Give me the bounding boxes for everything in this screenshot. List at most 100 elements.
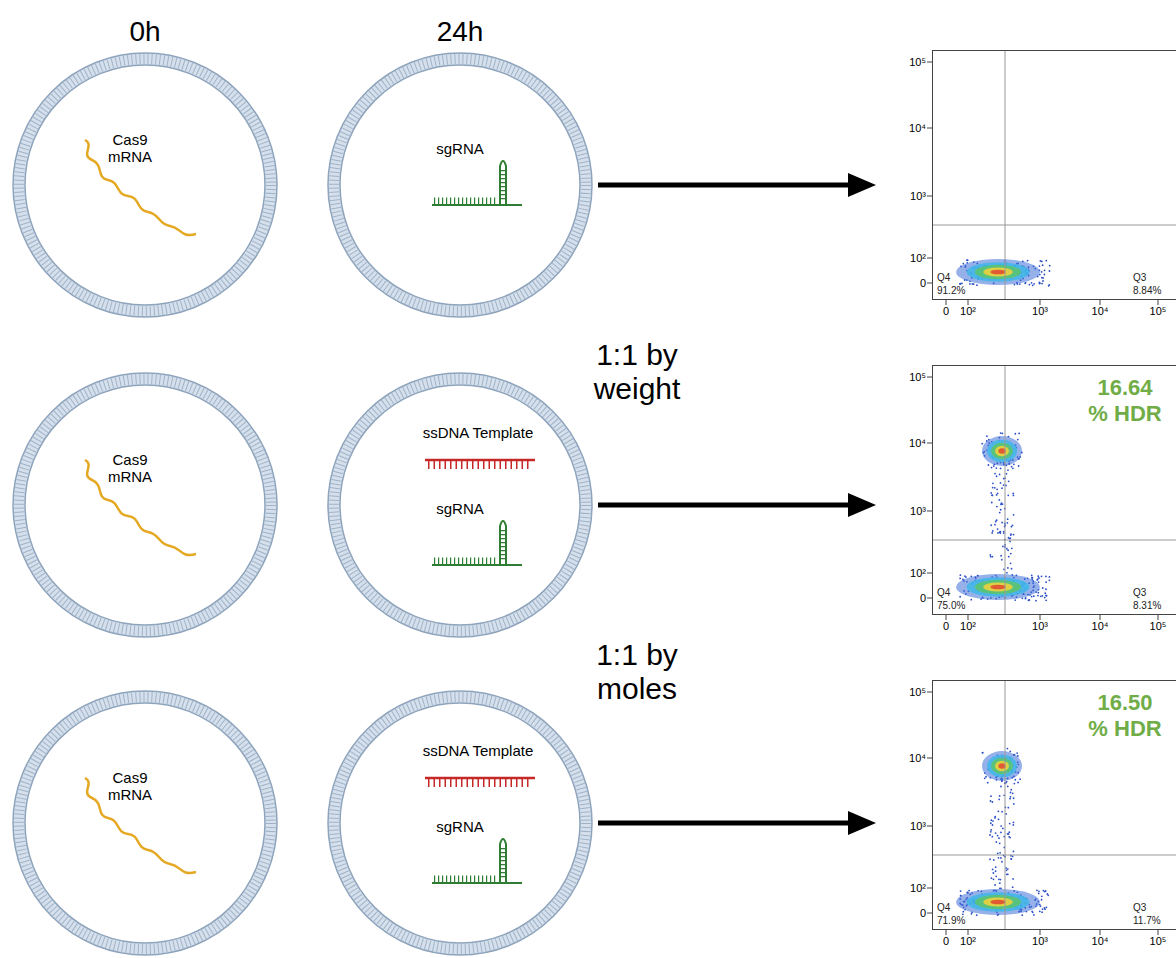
event-dot <box>1001 502 1003 504</box>
event-dot <box>1007 549 1009 551</box>
event-dot <box>1010 553 1012 555</box>
event-dot <box>998 798 1000 800</box>
event-dot <box>1000 879 1002 881</box>
event-dot <box>1021 914 1023 916</box>
membrane-edge <box>25 385 265 625</box>
axis-tick-label: 10² <box>910 252 926 264</box>
event-dot <box>997 853 999 855</box>
event-dot <box>1010 789 1012 791</box>
quadrant-name: Q3 <box>1132 902 1147 913</box>
arrow-head <box>848 493 876 517</box>
event-dot <box>1003 532 1005 534</box>
quadrant-percent: 75.0% <box>936 600 966 611</box>
event-dot <box>1006 522 1008 524</box>
sgrna-shape <box>432 521 522 565</box>
vesicle-label: sgRNA <box>436 818 484 835</box>
event-dot <box>968 890 970 892</box>
event-dot <box>1032 911 1034 913</box>
arrow-connector <box>598 173 876 197</box>
event-dot <box>1001 861 1003 863</box>
axis-tick-label: 10⁴ <box>909 122 926 134</box>
axis-tick-label: 10⁵ <box>1150 935 1167 947</box>
event-dot <box>991 494 993 496</box>
event-dot <box>1029 284 1031 286</box>
density-cloud <box>967 262 1030 282</box>
quadrant-percent: 8.84% <box>1132 285 1162 296</box>
event-dot <box>989 834 991 836</box>
axis-tick-label: 10⁴ <box>1092 935 1109 947</box>
event-dot <box>1035 600 1037 602</box>
vesicle-label: ssDNA Template <box>423 424 534 441</box>
event-dot <box>1028 599 1030 601</box>
event-dot <box>1038 890 1040 892</box>
membrane <box>334 697 586 949</box>
membrane <box>19 59 271 311</box>
event-dot <box>1002 828 1004 830</box>
event-dot <box>990 831 992 833</box>
vesicle: Cas9 mRNA <box>9 49 281 321</box>
event-dot <box>1001 559 1003 561</box>
event-dot <box>1038 893 1040 895</box>
event-dot <box>1018 433 1020 435</box>
sgrna-shape <box>432 161 522 205</box>
event-dot <box>1033 595 1035 597</box>
membrane-edge <box>25 65 265 305</box>
axis-tick-label: 10⁵ <box>1150 305 1167 317</box>
event-dot <box>1007 868 1009 870</box>
gate-line <box>1005 50 1006 300</box>
quadrant-percent: 11.7% <box>1132 915 1162 926</box>
density-cloud <box>983 267 1012 276</box>
time-label: 0h <box>129 15 160 49</box>
membrane <box>19 697 271 949</box>
membrane <box>19 379 271 631</box>
event-dot <box>1045 890 1047 892</box>
arrow-connector <box>598 493 876 517</box>
event-dot <box>1008 833 1010 835</box>
event-dot <box>1010 792 1012 794</box>
event-dot <box>1049 270 1051 272</box>
event-dot <box>1007 833 1009 835</box>
axis-tick-label: 10⁴ <box>1092 305 1109 317</box>
density-cloud <box>990 585 1005 590</box>
vesicle: Cas9 mRNA <box>9 369 281 641</box>
axis-tick-label: 10⁵ <box>1150 620 1167 632</box>
membrane-lipids <box>334 59 586 311</box>
event-dot <box>995 467 997 469</box>
density-cloud <box>967 577 1030 597</box>
gate-line <box>1005 365 1006 615</box>
event-dot <box>1045 576 1047 578</box>
event-dot <box>996 519 998 521</box>
event-dot <box>1049 576 1051 578</box>
arrow-shaft <box>598 503 851 508</box>
axis-tick <box>968 930 969 935</box>
event-dot <box>1049 579 1051 581</box>
event-dot <box>1031 577 1033 579</box>
event-dot <box>1025 282 1027 284</box>
axis-tick-label: 10³ <box>910 820 926 832</box>
event-dot <box>1008 556 1010 558</box>
event-dot <box>1012 855 1014 857</box>
event-dot <box>1010 534 1012 536</box>
vesicle: Cas9 mRNA <box>9 687 281 958</box>
event-dot <box>990 492 992 494</box>
event-dot <box>997 810 999 812</box>
axis-tick <box>946 300 947 305</box>
event-dot <box>1006 473 1008 475</box>
density-cloud <box>956 574 1040 600</box>
event-dot <box>1008 836 1010 838</box>
density-cloud <box>975 895 1021 909</box>
axis-tick-label: 10⁵ <box>909 371 926 383</box>
event-dot <box>996 494 998 496</box>
axis-tick-label: 10³ <box>1032 620 1048 632</box>
event-dot <box>997 532 999 534</box>
event-dot <box>986 435 988 437</box>
event-dot <box>1016 752 1018 754</box>
event-dot <box>999 512 1001 514</box>
event-dot <box>1037 578 1039 580</box>
event-dot <box>991 836 993 838</box>
axis-tick-label: 10⁴ <box>909 752 926 764</box>
event-dot <box>995 832 997 834</box>
membrane-lipids <box>19 697 271 949</box>
event-dot <box>1033 914 1035 916</box>
event-dot <box>1041 277 1043 279</box>
